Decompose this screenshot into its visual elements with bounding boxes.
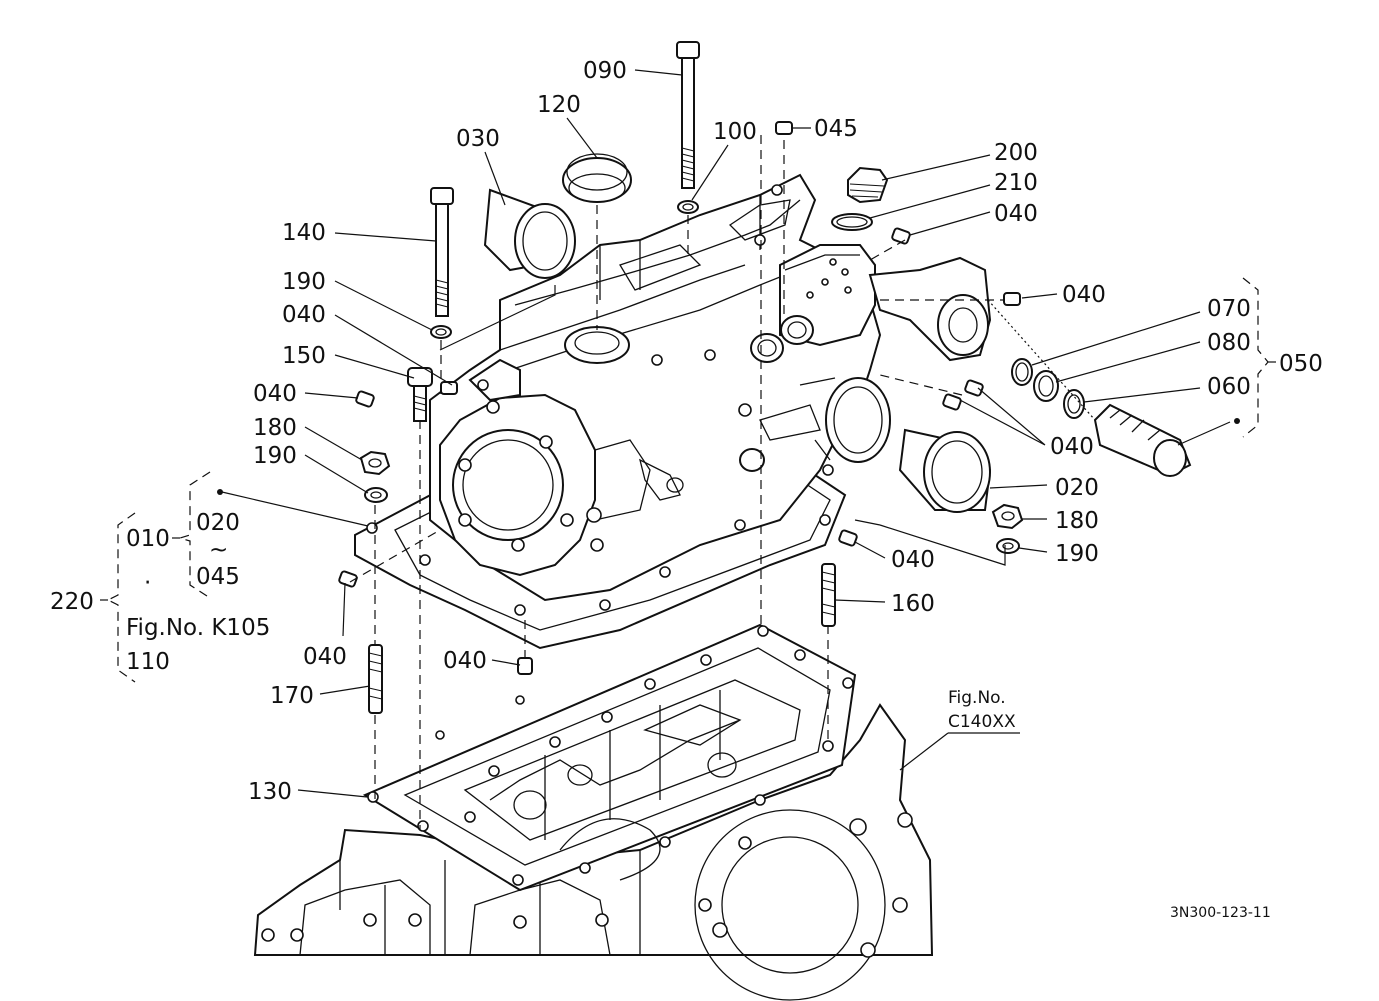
figure-reference-c140xx: Fig.No. C140XX — [948, 688, 1016, 732]
label-140: 140 — [282, 220, 326, 246]
plug-040-top-right — [891, 227, 911, 245]
label-130: 130 — [248, 779, 292, 805]
group-bracket-220 — [100, 471, 211, 683]
bolt-150 — [407, 367, 433, 422]
plug-040-left — [355, 390, 375, 408]
nut-180-right — [991, 503, 1024, 530]
bushing-020 — [898, 428, 992, 513]
alignment-lines — [349, 135, 1096, 830]
label-210: 210 — [994, 170, 1038, 196]
label-040-c: 040 — [282, 302, 326, 328]
label-220: 220 — [50, 589, 94, 615]
plug-040-right — [1003, 292, 1021, 306]
leader-lines — [217, 69, 1240, 798]
fig-ref-line1: Fig.No. — [948, 688, 1006, 708]
range-tilde: ~ — [209, 537, 228, 563]
label-040-d: 040 — [253, 381, 297, 407]
label-070: 070 — [1207, 296, 1251, 322]
label-030: 030 — [456, 126, 500, 152]
part-labels: 090 120 100 045 030 200 210 040 140 040 … — [248, 58, 1323, 805]
label-190-c: 190 — [1055, 541, 1099, 567]
label-010: 010 — [126, 526, 170, 552]
plug-040-lower-right — [838, 529, 858, 547]
spring-washer-190-a — [430, 325, 452, 339]
label-080: 080 — [1207, 330, 1251, 356]
label-110: 110 — [126, 649, 170, 675]
label-090: 090 — [583, 58, 627, 84]
gasket-bolt-holes — [367, 625, 854, 886]
label-190-a: 190 — [282, 269, 326, 295]
label-050: 050 — [1279, 351, 1323, 377]
separator-dot: · — [144, 570, 151, 596]
label-180-b: 180 — [1055, 508, 1099, 534]
bolt-090 — [676, 41, 700, 189]
plug-045-top — [775, 121, 793, 135]
label-040-f: 040 — [891, 547, 935, 573]
relief-valve-060 — [1093, 403, 1192, 477]
label-200: 200 — [994, 140, 1038, 166]
label-040-e: 040 — [1050, 434, 1094, 460]
backup-ring-080 — [1033, 370, 1059, 402]
label-040-a: 040 — [994, 201, 1038, 227]
spring-washer-190-b — [364, 487, 388, 503]
transmission-housing — [253, 703, 934, 1001]
group-bracket-050 — [1242, 277, 1276, 438]
nut-180-left — [359, 450, 391, 476]
stud-160 — [821, 563, 836, 627]
o-ring-070 — [1011, 358, 1033, 386]
fig-ref-line2: C140XX — [948, 712, 1016, 732]
o-ring-060 — [1063, 389, 1085, 419]
hydraulic-cylinder-case — [354, 173, 992, 650]
label-045-top: 045 — [814, 116, 858, 142]
drawing-code: 3N300-123-11 — [1170, 905, 1271, 921]
assembly-reference-220: 220 010 020 ~ 045 · Fig.No. K105 110 — [50, 510, 270, 675]
o-ring-210 — [831, 213, 873, 231]
spring-washer-100 — [677, 200, 699, 214]
label-045-range: 045 — [196, 564, 240, 590]
label-040-g: 040 — [303, 644, 347, 670]
plug-040-lower-left — [338, 570, 358, 588]
label-040-b: 040 — [1062, 282, 1106, 308]
label-180-a: 180 — [253, 415, 297, 441]
cap-200 — [847, 166, 889, 204]
label-060: 060 — [1207, 374, 1251, 400]
plug-040-center-right — [942, 379, 984, 411]
spring-washer-190-c — [996, 538, 1020, 554]
label-160: 160 — [891, 591, 935, 617]
gasket-130 — [362, 623, 857, 892]
label-170: 170 — [270, 683, 314, 709]
label-020-right: 020 — [1055, 475, 1099, 501]
bushing-030 — [483, 188, 576, 279]
stud-170 — [368, 644, 383, 714]
label-100: 100 — [713, 119, 757, 145]
bolt-140 — [430, 187, 454, 317]
label-120: 120 — [537, 92, 581, 118]
plug-040-bottom — [517, 657, 533, 675]
label-190-b: 190 — [253, 443, 297, 469]
label-020-range: 020 — [196, 510, 240, 536]
label-040-h: 040 — [443, 648, 487, 674]
plug-cap-120 — [562, 153, 632, 203]
fig-ref-k105: Fig.No. K105 — [126, 615, 270, 641]
label-150: 150 — [282, 343, 326, 369]
